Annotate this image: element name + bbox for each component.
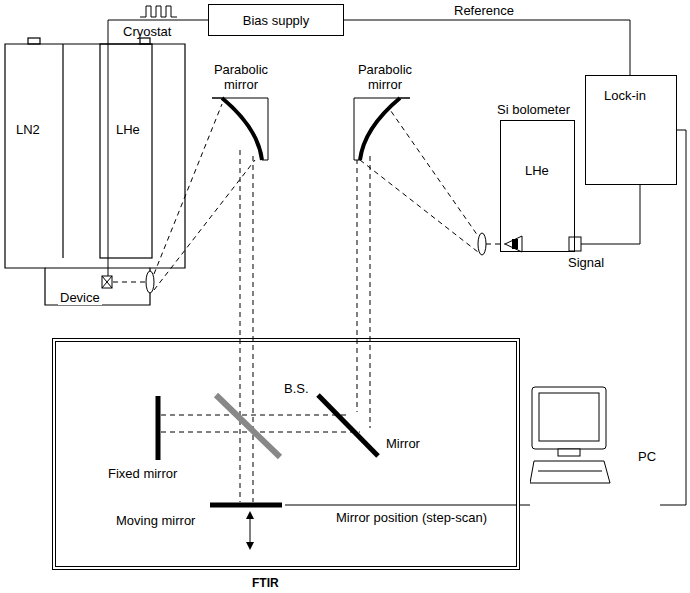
bias-wire xyxy=(108,24,109,276)
wire-connector xyxy=(660,130,686,505)
node-label: Cryostat xyxy=(123,24,171,39)
lhe-chamber: LHe xyxy=(102,50,150,250)
wire-connector xyxy=(108,20,208,24)
node-label: LN2 xyxy=(16,122,40,137)
part-label: Device xyxy=(58,290,102,305)
node-label: Bias supply xyxy=(209,5,343,28)
cryostat: CryostatLN2 LHe xyxy=(5,24,187,306)
ftir-box: FTIR xyxy=(52,338,520,570)
beam-splitter xyxy=(216,395,280,457)
part-label: Fixed mirror xyxy=(106,466,179,481)
computer-icon xyxy=(530,385,660,510)
part-label: Mirror xyxy=(384,436,422,451)
node-label: FTIR xyxy=(252,576,279,591)
parabolic-mirror xyxy=(212,98,410,160)
motion-arrow xyxy=(250,515,251,546)
wire-connector xyxy=(581,185,640,244)
fold-mirror xyxy=(318,395,378,456)
detector-cone xyxy=(505,236,522,252)
edge-label: Reference xyxy=(452,3,516,18)
part-label: Parabolic mirror xyxy=(350,62,420,92)
window-lens xyxy=(146,271,154,293)
node-label: Lock-in xyxy=(604,88,646,103)
part-label: B.S. xyxy=(282,381,311,396)
node-label: LHe xyxy=(116,122,140,137)
light-beam xyxy=(113,104,505,502)
bias-supply-box: Bias supply xyxy=(208,4,344,36)
part-label: Moving mirror xyxy=(114,513,197,528)
node-label: Si bolometer xyxy=(497,102,570,117)
edge-label: Mirror position (step-scan) xyxy=(334,510,489,525)
ln2-chamber: LN2 xyxy=(8,50,63,250)
detector-element xyxy=(512,239,518,249)
lock-in-box: Lock-in xyxy=(585,75,677,185)
wire-connector xyxy=(520,505,530,506)
device-chip xyxy=(102,276,112,288)
moving-mirror xyxy=(210,503,282,508)
bolometer-housing: Si bolometerLHe xyxy=(500,120,575,252)
pc: PC xyxy=(530,385,660,510)
bolometer-lens xyxy=(478,233,486,255)
part-label: Parabolic mirror xyxy=(206,62,276,92)
signal-connector xyxy=(569,237,581,251)
position-wire xyxy=(285,505,517,506)
node-label: LHe xyxy=(525,163,549,178)
lhe-reservoir: LHe xyxy=(517,161,559,179)
node-label: PC xyxy=(638,449,656,464)
fixed-mirror xyxy=(156,396,161,460)
part-label: Signal xyxy=(566,255,606,270)
pulse-train xyxy=(140,6,177,17)
